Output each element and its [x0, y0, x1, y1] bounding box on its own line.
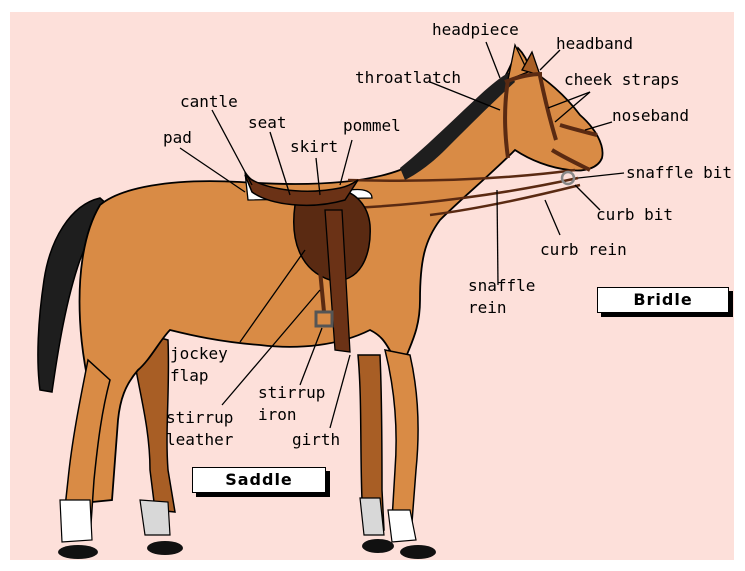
label-cantle: cantle: [180, 92, 238, 112]
label-girth: girth: [292, 430, 340, 450]
label-pad: pad: [163, 128, 192, 148]
label-snaffle-rein-line2: rein: [468, 298, 507, 318]
label-headband: headband: [556, 34, 633, 54]
label-seat: seat: [248, 113, 287, 133]
label-throatlatch: throatlatch: [355, 68, 461, 88]
label-stirrup-leather-line1: stirrup: [166, 408, 233, 428]
hoof: [362, 539, 394, 553]
white-sock-far-hind: [140, 500, 170, 535]
label-stirrup-iron-line1: stirrup: [258, 383, 325, 403]
label-noseband: noseband: [612, 106, 689, 126]
label-skirt: skirt: [290, 137, 338, 157]
label-pommel: pommel: [343, 116, 401, 136]
label-cheek-straps: cheek straps: [564, 70, 680, 90]
label-snaffle-bit: snaffle bit: [626, 163, 732, 183]
group-label-bridle: Bridle: [597, 287, 729, 313]
white-sock-far-front: [360, 498, 384, 535]
white-sock-near-hind: [60, 500, 92, 542]
label-headpiece: headpiece: [432, 20, 519, 40]
label-jockey-flap-line1: jockey: [170, 344, 228, 364]
label-snaffle-rein-line1: snaffle: [468, 276, 535, 296]
label-stirrup-leather-line2: leather: [166, 430, 233, 450]
label-stirrup-iron-line2: iron: [258, 405, 297, 425]
label-jockey-flap-line2: flap: [170, 366, 209, 386]
hoof: [147, 541, 183, 555]
label-curb-bit: curb bit: [596, 205, 673, 225]
label-curb-rein: curb rein: [540, 240, 627, 260]
horse-near-front-leg: [385, 350, 418, 522]
hoof: [400, 545, 436, 559]
group-label-saddle: Saddle: [192, 467, 326, 493]
hoof: [58, 545, 98, 559]
